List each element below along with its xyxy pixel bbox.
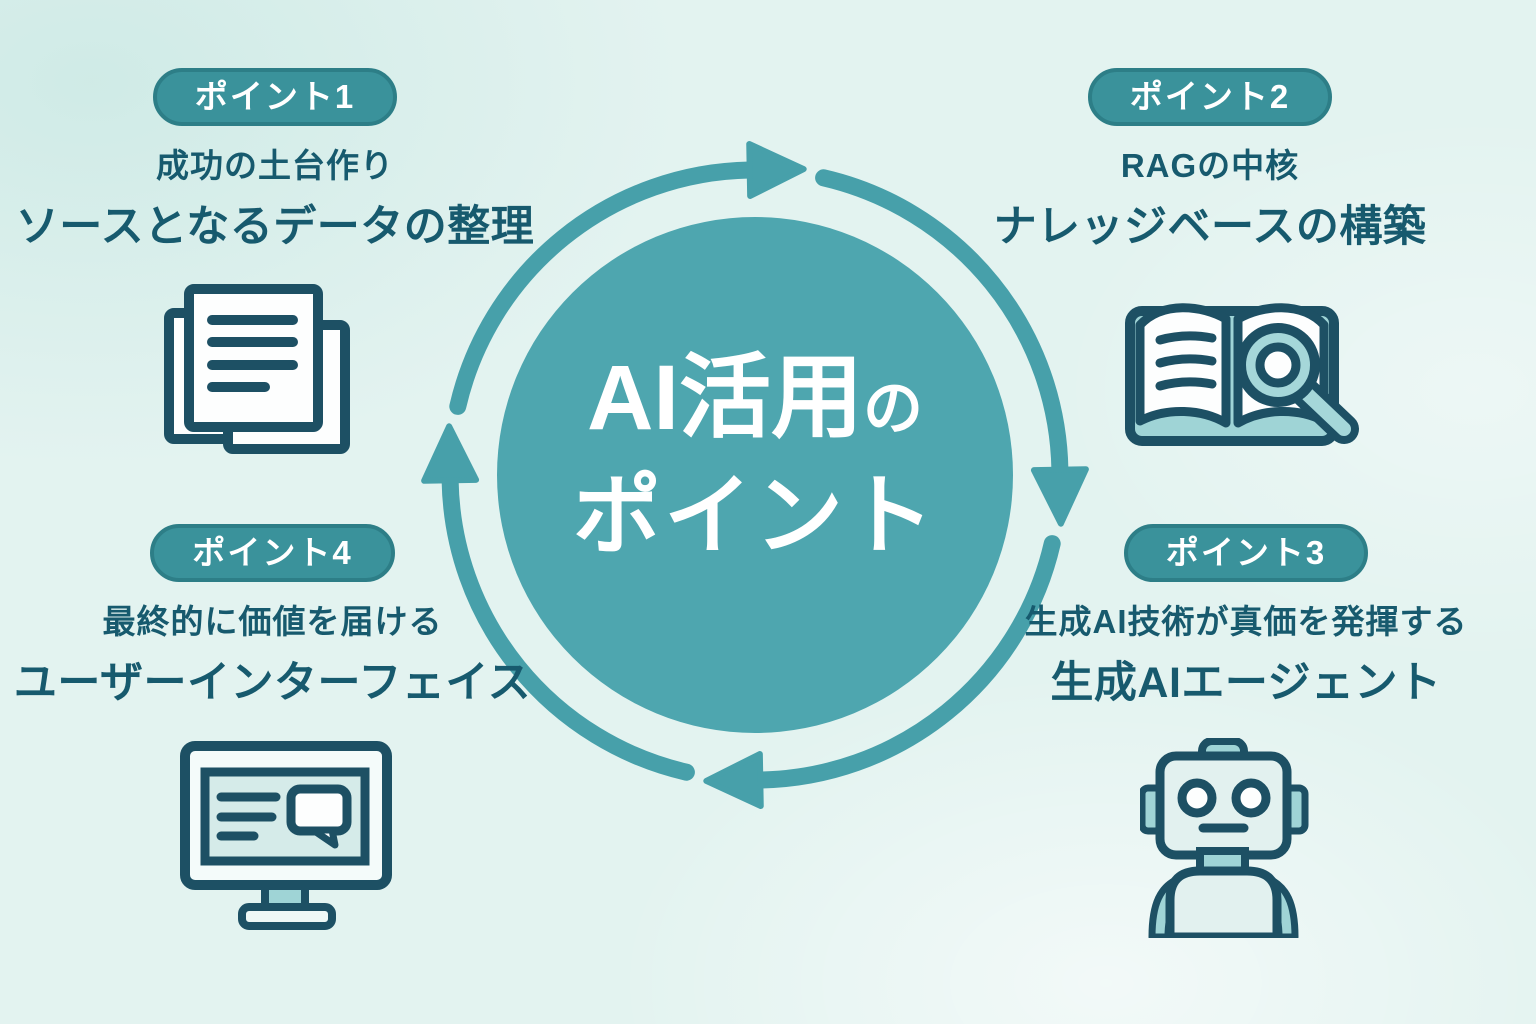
cycle-arc-bottom-right — [751, 535, 1061, 789]
point-1-subheading: ソースとなるデータの整理 — [15, 202, 535, 251]
magnifier — [1236, 323, 1359, 444]
cycle-arrowheads — [421, 141, 1089, 809]
cycle-arc-bottom-left — [441, 471, 695, 781]
robot-icon — [1140, 738, 1309, 938]
point-2-subheading: ナレッジベースの構築 — [993, 202, 1427, 251]
arrowhead-left-icon — [421, 423, 480, 484]
point-2-block: ポイント2 RAGの中核 ナレッジベースの構築 — [930, 68, 1490, 254]
center-title-line1-main: AI活用 — [586, 347, 863, 449]
screen-text-lines — [216, 792, 281, 841]
robot-body — [1165, 866, 1282, 938]
point-3-badge: ポイント3 — [1123, 524, 1369, 582]
point-2-heading: RAGの中核 — [1120, 146, 1300, 184]
point-4-heading: 最終的に価値を届ける — [102, 602, 443, 640]
magnifier-lens-glass — [1255, 342, 1301, 388]
center-title-line1-particle: の — [863, 375, 923, 442]
point-2-badge: ポイント2 — [1087, 68, 1333, 126]
robot-right-eye — [1231, 778, 1271, 818]
book-text-lines — [1155, 331, 1217, 391]
document-text-lines — [207, 315, 298, 392]
point-4-block: ポイント4 最終的に価値を届ける ユーザーインターフェイス — [0, 524, 545, 710]
point-3-block: ポイント3 生成AI技術が真価を発揮する 生成AIエージェント — [968, 524, 1524, 710]
center-title: AI活用の ポイント — [405, 352, 1105, 560]
point-4-subheading: ユーザーインターフェイス — [13, 658, 532, 707]
point-4-badge: ポイント4 — [150, 524, 395, 582]
point-1-badge: ポイント1 — [152, 68, 398, 126]
point-3-subheading: 生成AIエージェント — [1050, 658, 1442, 707]
monitor-stand-base — [238, 903, 336, 930]
cycle-arc-top-right — [815, 169, 1069, 479]
cycle-arc-ring — [441, 161, 1069, 789]
point-3-heading: 生成AI技術が真価を発揮する — [1024, 602, 1468, 640]
documents-icon — [164, 284, 350, 454]
arrowhead-right-icon — [1030, 466, 1089, 527]
book-magnifier-icon — [1125, 303, 1359, 446]
point-1-heading: 成功の土台作り — [156, 146, 394, 184]
center-title-line2: ポイント — [572, 466, 937, 565]
point-1-block: ポイント1 成功の土台作り ソースとなるデータの整理 — [0, 68, 550, 254]
arrowhead-bottom-icon — [703, 751, 764, 809]
center-circle — [497, 217, 1013, 733]
center-title-line1: AI活用の — [405, 352, 1105, 444]
arrowhead-top-icon — [746, 141, 807, 199]
chat-bubble — [286, 784, 352, 849]
book-left-page — [1135, 303, 1231, 428]
cycle-arc-top-left — [449, 161, 759, 415]
monitor-chat-icon — [180, 741, 392, 930]
document-front-sheet — [184, 284, 323, 432]
robot-left-eye — [1177, 778, 1217, 818]
